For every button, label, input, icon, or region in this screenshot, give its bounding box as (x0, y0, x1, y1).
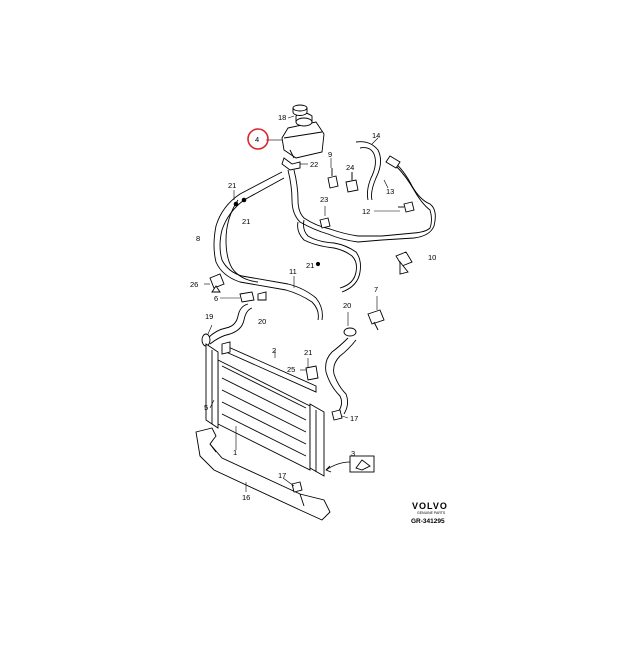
callout-1: 1 (233, 448, 237, 457)
callout-3: 3 (351, 449, 355, 458)
callout-17a: 17 (350, 414, 358, 423)
callout-10: 10 (428, 253, 436, 262)
callout-5: 5 (204, 403, 208, 412)
tank-bracket[interactable] (281, 157, 301, 171)
clip-25[interactable] (305, 365, 319, 381)
callout-20a: 20 (343, 301, 351, 310)
callout-4: 4 (255, 135, 259, 144)
clip-17b[interactable] (291, 481, 303, 493)
callout-8: 8 (196, 234, 200, 243)
callout-13: 13 (386, 187, 394, 196)
callout-6: 6 (214, 294, 218, 303)
leader-lines (204, 115, 400, 492)
tank-cap[interactable] (292, 104, 308, 116)
callout-24: 24 (346, 163, 354, 172)
callout-16: 16 (242, 493, 250, 502)
inset-3[interactable] (325, 455, 375, 473)
radiator[interactable] (205, 343, 325, 477)
lower-left-hose[interactable] (201, 303, 253, 347)
callout-18: 18 (278, 113, 286, 122)
clip-9[interactable] (327, 168, 339, 189)
expansion-tank[interactable] (281, 112, 325, 159)
callout-19: 19 (205, 312, 213, 321)
callout-21b: 21 (242, 217, 250, 226)
callout-labels: 18 4 22 14 9 24 13 21 23 12 21 8 10 21 1… (190, 113, 436, 502)
callout-21c: 21 (306, 261, 314, 270)
callout-22: 22 (310, 160, 318, 169)
right-lower-hose[interactable] (325, 327, 357, 415)
callout-11: 11 (289, 267, 297, 276)
callout-23: 23 (320, 195, 328, 204)
footer: VOLVO GENUINE PARTS GR-341295 (411, 501, 448, 525)
callout-14: 14 (372, 131, 380, 140)
clip-23[interactable] (319, 217, 331, 229)
diagram-reference: GR-341295 (411, 518, 445, 525)
clip-7[interactable] (367, 309, 385, 331)
clip-6[interactable] (239, 291, 267, 303)
callout-2: 2 (272, 346, 276, 355)
callout-20b: 20 (258, 317, 266, 326)
callout-7: 7 (374, 285, 378, 294)
highlight-circle (247, 128, 269, 150)
pipe-clip-21a[interactable] (233, 197, 321, 267)
coolant-pipe-8[interactable] (213, 171, 323, 321)
lower-shield[interactable] (195, 427, 331, 521)
callout-9: 9 (328, 150, 332, 159)
callout-12: 12 (362, 207, 370, 216)
clip-10[interactable] (395, 251, 413, 275)
callout-26: 26 (190, 280, 198, 289)
clip-12[interactable] (398, 201, 415, 213)
upper-right-hoses[interactable] (355, 141, 436, 241)
clip-26[interactable] (209, 273, 225, 293)
callout-25: 25 (287, 365, 295, 374)
callout-21d: 21 (304, 348, 312, 357)
callout-21a: 21 (228, 181, 236, 190)
tank-outlet-hose[interactable] (287, 169, 383, 293)
brand-subtitle: GENUINE PARTS (417, 511, 446, 515)
callout-17b: 17 (278, 471, 286, 480)
brand-logo: VOLVO (412, 501, 448, 511)
upper-bracket-2[interactable] (221, 341, 317, 393)
clip-17a[interactable] (331, 409, 343, 421)
